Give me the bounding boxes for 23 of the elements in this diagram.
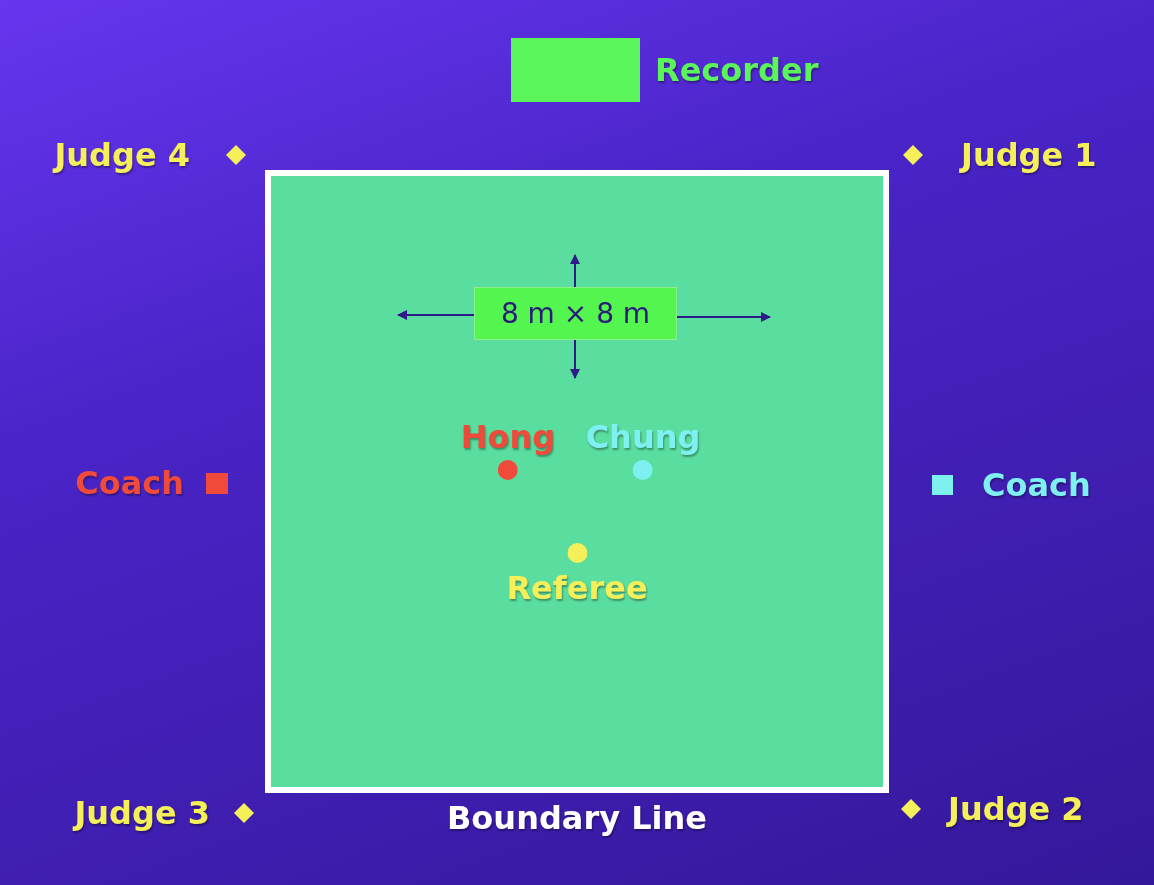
judge-marker [901,799,921,819]
role-label: Referee [506,569,648,607]
role-label: Judge 2 [948,790,1084,828]
role-label: Judge 3 [74,794,210,832]
judge-marker [226,145,246,165]
coach-marker [932,475,953,495]
player-name: Hong [460,418,556,456]
dimension-box: 8 m × 8 m [474,287,677,340]
role-label: Coach [75,464,184,502]
competition-area [265,170,889,793]
role-label: Recorder [655,51,819,89]
coach-marker [206,472,228,494]
player-marker [498,460,518,480]
boundary-label: Boundary Line [446,799,708,837]
role-label: Coach [982,466,1091,504]
recorder-table [511,38,640,102]
player-name: Chung [585,418,701,456]
player-marker [633,460,653,480]
role-label: Judge 4 [54,136,190,174]
judge-marker [234,803,254,823]
referee-marker [567,543,587,563]
judge-marker [903,145,923,165]
role-label: Judge 1 [961,136,1097,174]
